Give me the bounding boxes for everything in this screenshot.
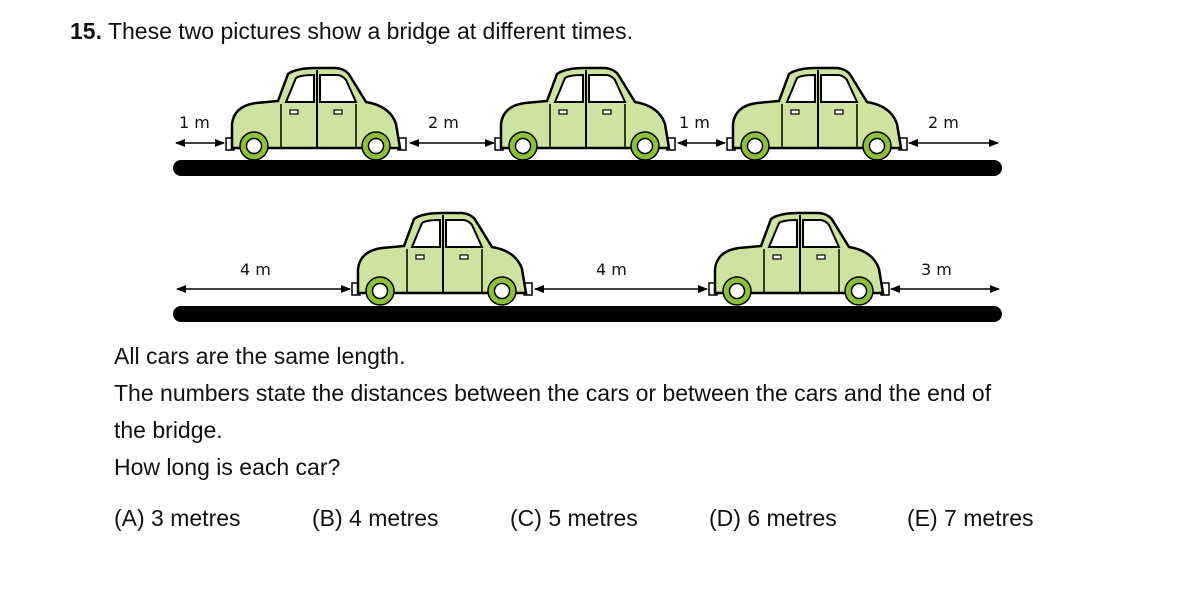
bridge-figure: 1 m 2 m 1 m 2 m 4 m 4 m 3 m [173,66,1002,322]
bridge-top [173,160,1002,176]
distance-label: 4 m [240,260,271,279]
car [350,211,534,307]
distance-label: 4 m [596,260,627,279]
bridge-bottom [173,306,1002,322]
statement-line: The numbers state the distances between … [114,380,992,406]
distance-label: 1 m [679,113,710,132]
distance-label: 1 m [179,113,210,132]
option-d[interactable]: (D) 6 metres [709,505,837,531]
option-b[interactable]: (B) 4 metres [312,505,439,531]
car [493,66,677,162]
question-line: How long is each car? [114,454,341,480]
option-e[interactable]: (E) 7 metres [907,505,1034,531]
question-intro: These two pictures show a bridge at diff… [107,18,633,44]
question-header: 15. These two pictures show a bridge at … [70,18,633,45]
distance-label: 3 m [921,260,952,279]
statement-line: All cars are the same length. [114,343,406,369]
distance-label: 2 m [928,113,959,132]
car [725,66,909,162]
statement-line: the bridge. [114,417,223,443]
option-a[interactable]: (A) 3 metres [114,505,241,531]
distance-label: 2 m [428,113,459,132]
option-c[interactable]: (C) 5 metres [510,505,638,531]
car [224,66,408,162]
car [707,211,891,307]
question-number: 15. [70,18,102,44]
